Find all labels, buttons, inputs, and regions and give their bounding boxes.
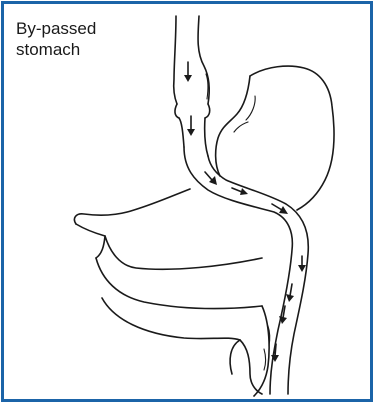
roux-limb bbox=[184, 147, 308, 394]
gastric-bypass-diagram bbox=[4, 4, 370, 399]
esophagus bbox=[174, 16, 209, 104]
arrow-down-icon bbox=[187, 116, 195, 136]
arrow-down-icon bbox=[184, 62, 192, 82]
duodenum-loop bbox=[74, 189, 269, 396]
arrow-down-icon bbox=[298, 256, 306, 272]
food-flow-arrows bbox=[184, 62, 306, 362]
arrow-down-icon bbox=[205, 172, 217, 185]
arrow-down-icon bbox=[232, 188, 248, 195]
